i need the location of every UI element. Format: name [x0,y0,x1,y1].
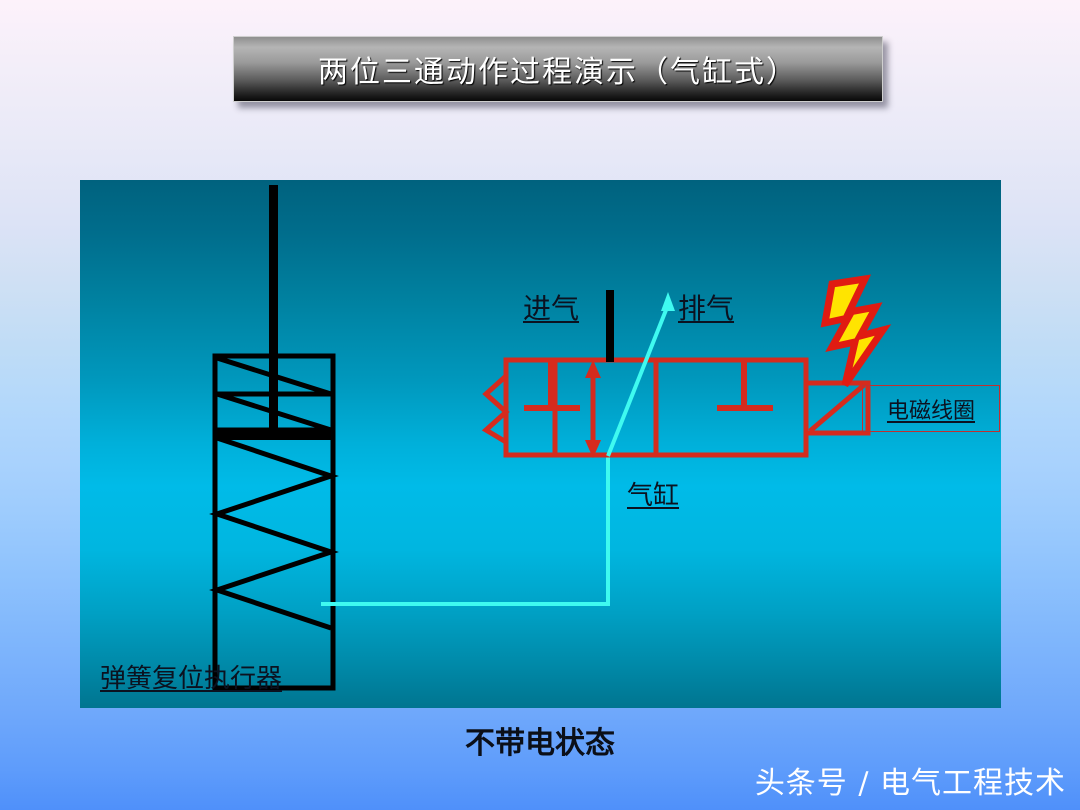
label-intake: 进气 [523,292,580,325]
label-exhaust: 排气 [678,292,735,325]
solenoid-box [803,380,871,436]
page-title: 两位三通动作过程演示（气缸式） [318,55,798,90]
intake-supply-line [606,290,614,362]
actuator-body [212,431,336,691]
valve-flow-arrow-head-up [585,360,601,378]
label-solenoid-coil: 电磁线圈 [886,398,975,424]
label-cylinder: 气缸 [627,481,680,511]
flow-line-exhaust-diagonal [606,304,670,457]
state-caption: 不带电状态 [465,726,615,761]
valve-flow-arrow-head-down [585,440,601,458]
actuator-lower-spring-icon [209,435,339,631]
exhaust-arrow-head [661,292,675,311]
pneumatic-schematic [209,185,892,691]
actuator-rod [269,185,278,440]
lightning-bolt-icon [820,274,892,387]
label-spring-return-actuator: 弹簧复位执行器 [100,664,283,694]
diagram-panel [80,180,1001,708]
solenoid-diagonal-icon [808,383,866,433]
solenoid-coil-callout: 电磁线圈 [862,385,1000,432]
valve-spring-return-icon [481,374,510,445]
watermark: 头条号 / 电气工程技术 [754,766,1066,801]
flow-line-cylinder-to-valve [321,454,610,606]
slide-title-banner: 两位三通动作过程演示（气缸式） [233,36,883,102]
